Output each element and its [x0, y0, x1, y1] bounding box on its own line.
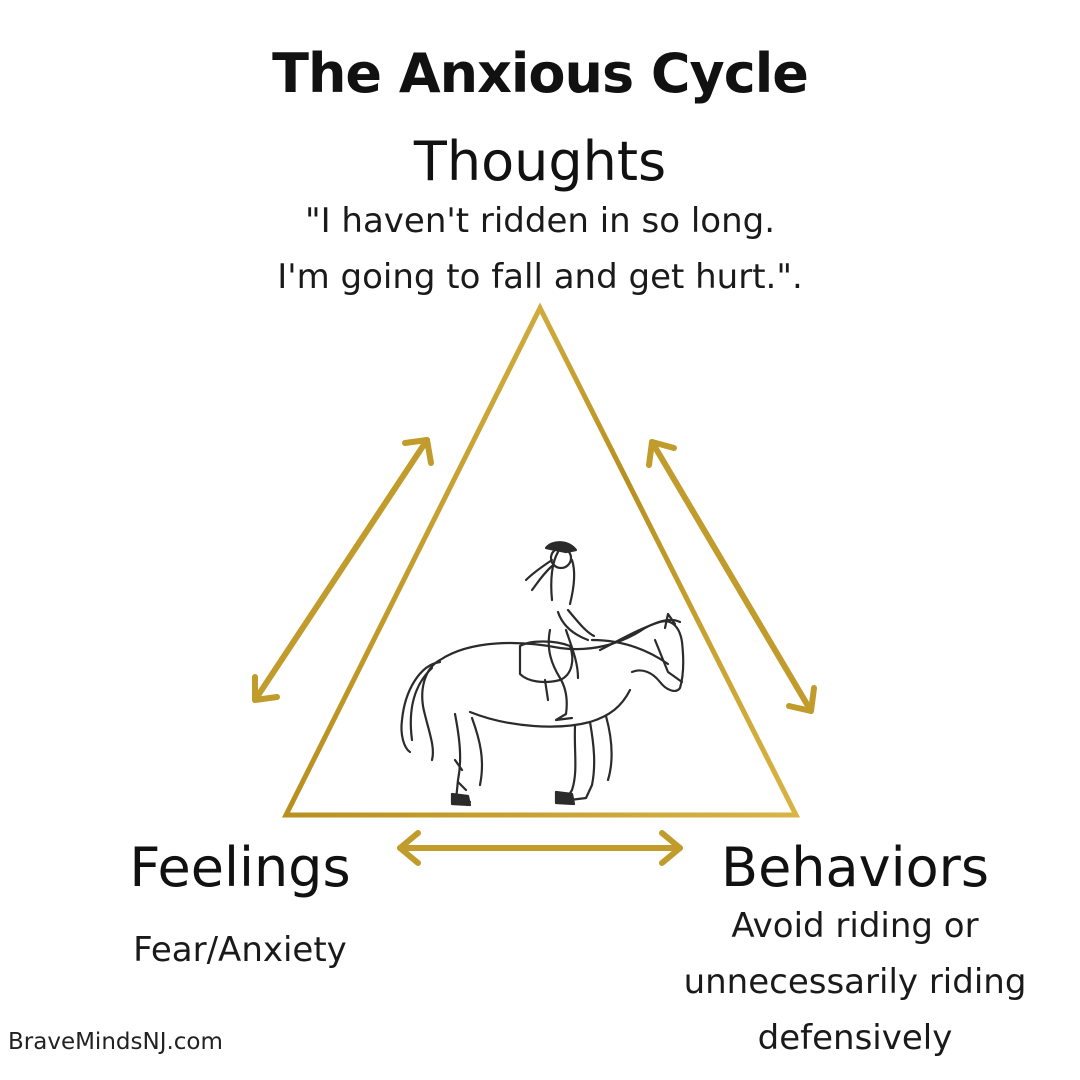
thoughts-text-line: I'm going to fall and get hurt.".: [277, 257, 803, 297]
page-title: The Anxious Cycle: [272, 42, 809, 105]
double-arrow-icon: [252, 437, 434, 703]
behaviors-text-line: unnecessarily riding: [683, 962, 1027, 1002]
thoughts-text-line: "I haven't ridden in so long.: [304, 201, 776, 241]
feelings-text-line: Fear/Anxiety: [133, 930, 347, 970]
cycle-triangle: [281, 302, 801, 818]
double-arrow-icon: [646, 439, 817, 714]
behaviors-label: Behaviors: [721, 836, 989, 899]
thoughts-label: Thoughts: [413, 130, 667, 193]
behaviors-text-line: defensively: [757, 1018, 953, 1058]
behaviors-text-line: Avoid riding or: [731, 906, 979, 946]
behaviors-text: Avoid riding or unnecessarily riding def…: [655, 898, 1055, 1066]
website-link[interactable]: BraveMindsNJ.com: [8, 1029, 223, 1055]
feelings-label: Feelings: [129, 836, 351, 899]
double-arrow-icon: [397, 830, 683, 866]
thoughts-text: "I haven't ridden in so long. I'm going …: [0, 193, 1080, 305]
feelings-text: Fear/Anxiety: [80, 922, 400, 978]
horse-rider-sketch: [400, 541, 685, 807]
